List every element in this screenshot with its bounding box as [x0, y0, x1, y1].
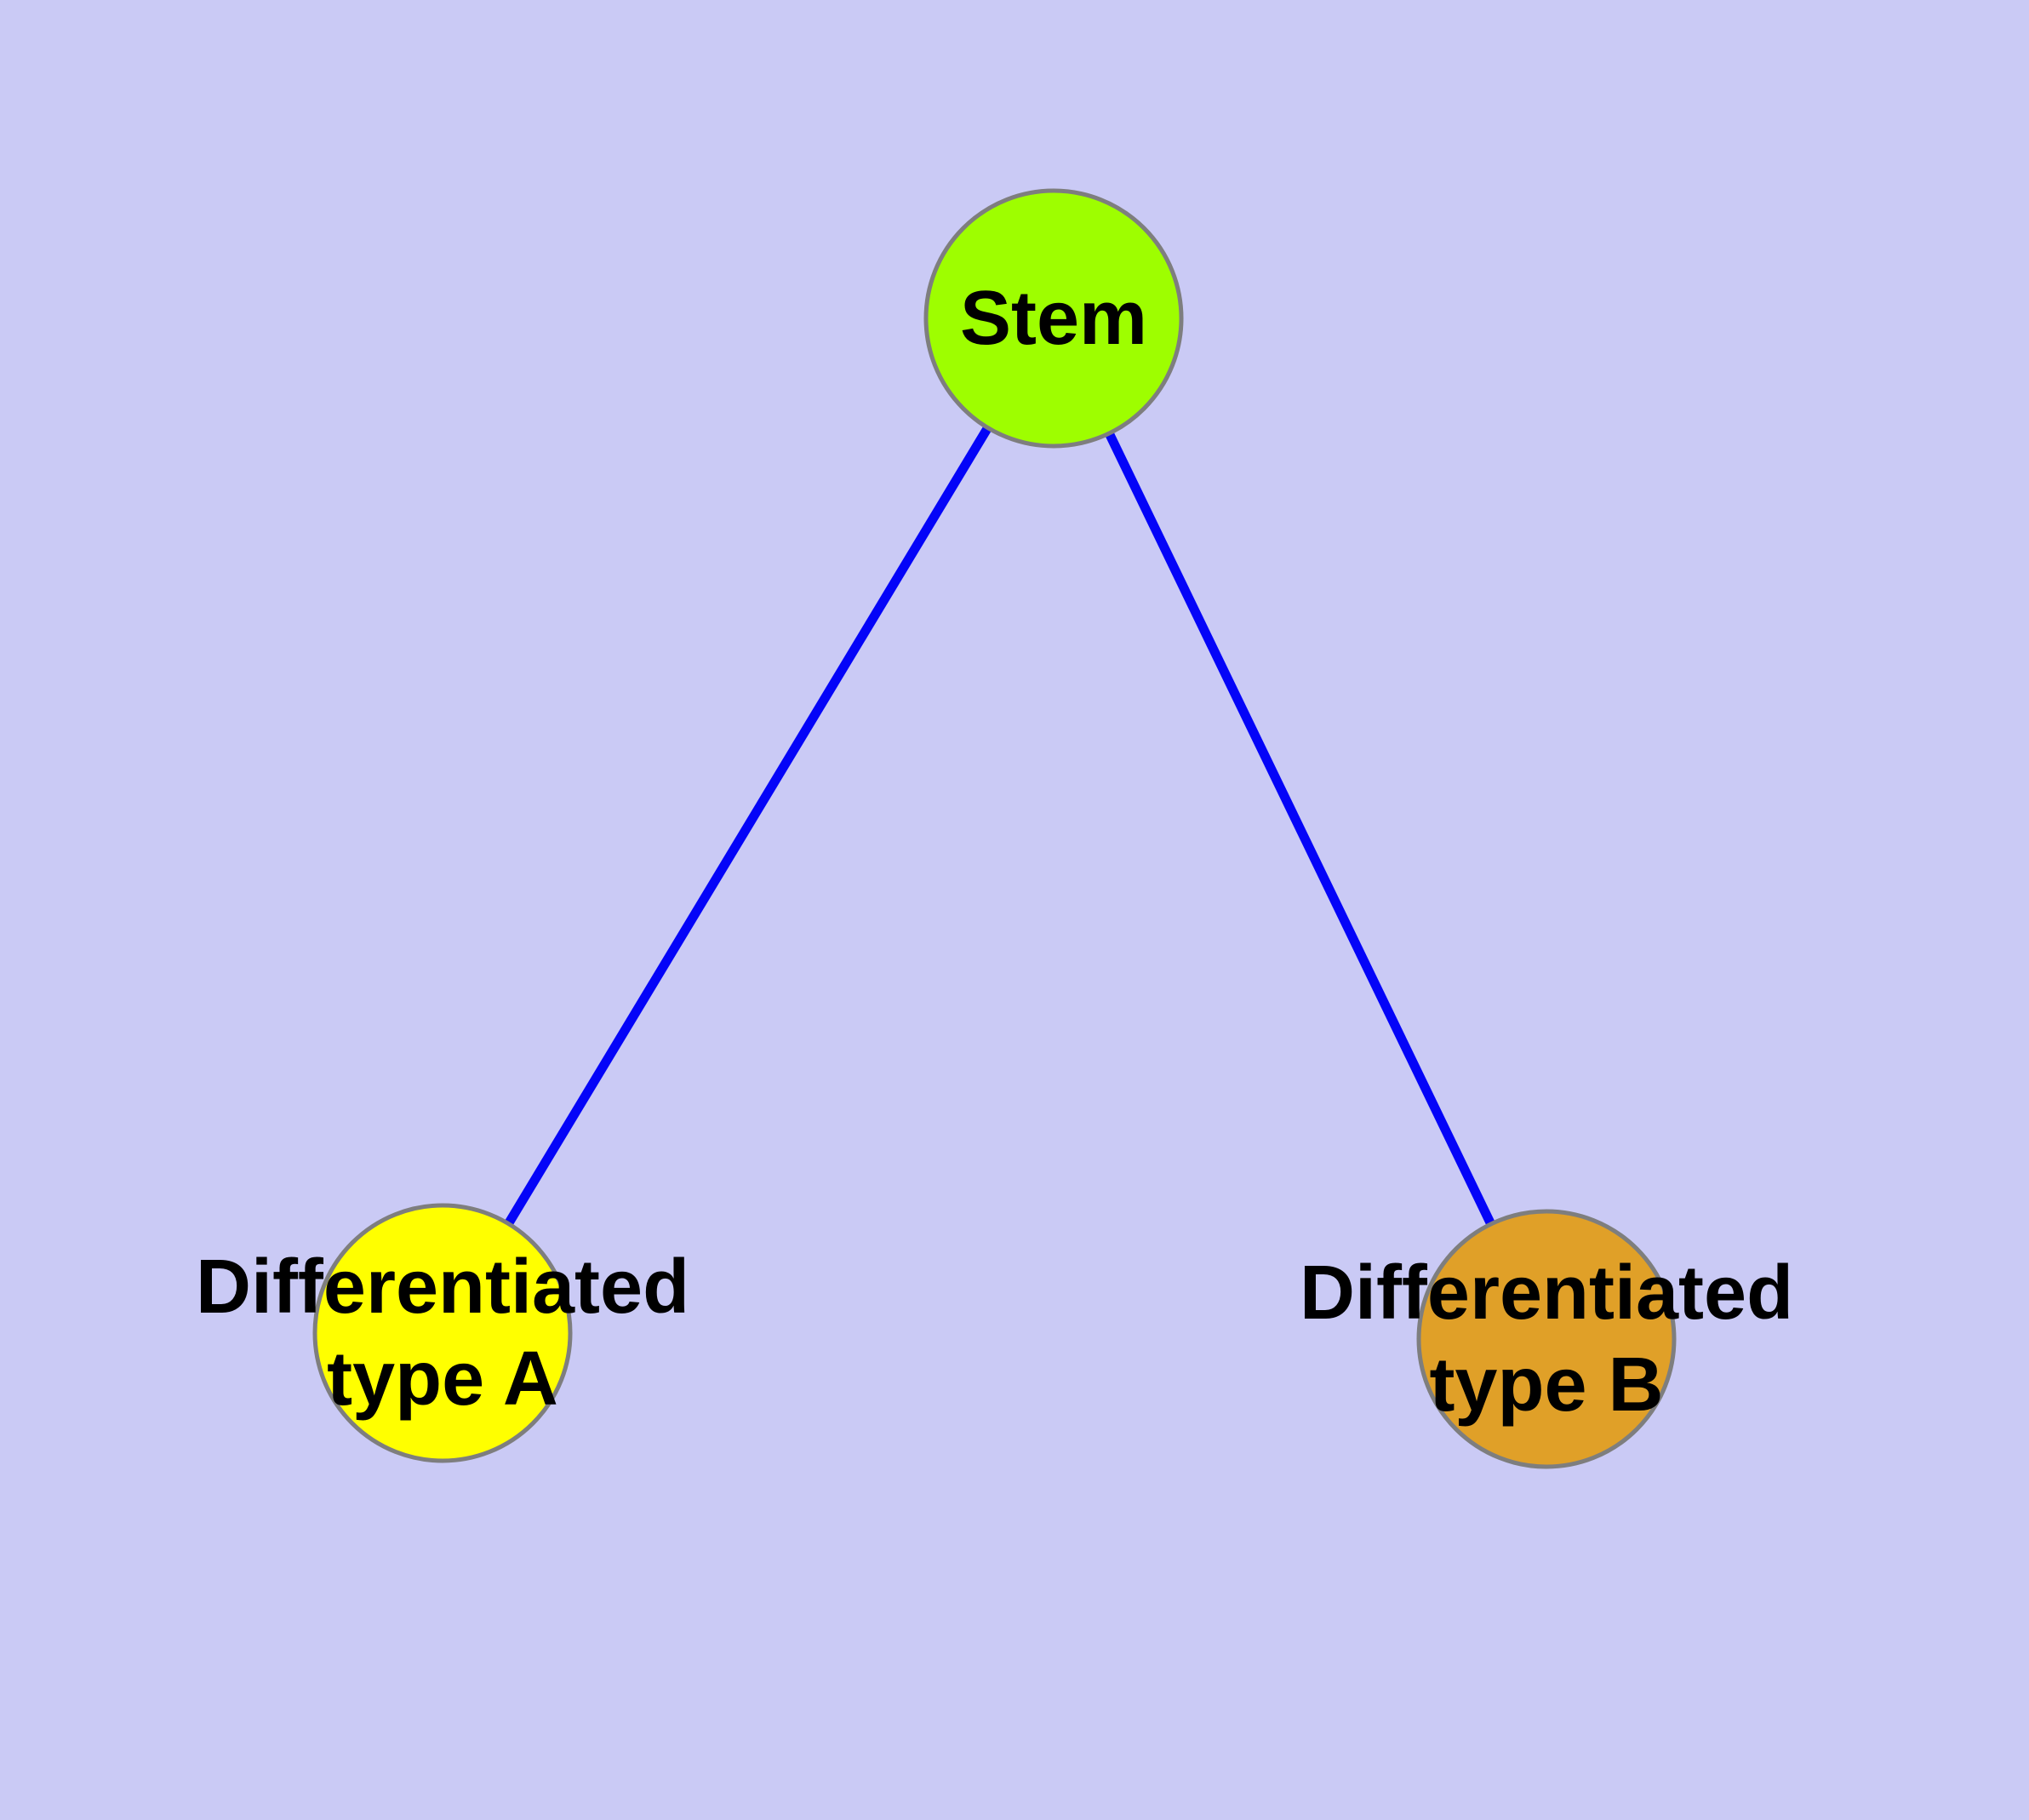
edge-stem-to-type-a	[438, 316, 1058, 1336]
node-stem	[923, 188, 1184, 449]
node-differentiated-type-b	[1416, 1209, 1677, 1469]
edge-stem-to-type-b	[1049, 316, 1551, 1342]
node-differentiated-type-a	[312, 1203, 573, 1463]
